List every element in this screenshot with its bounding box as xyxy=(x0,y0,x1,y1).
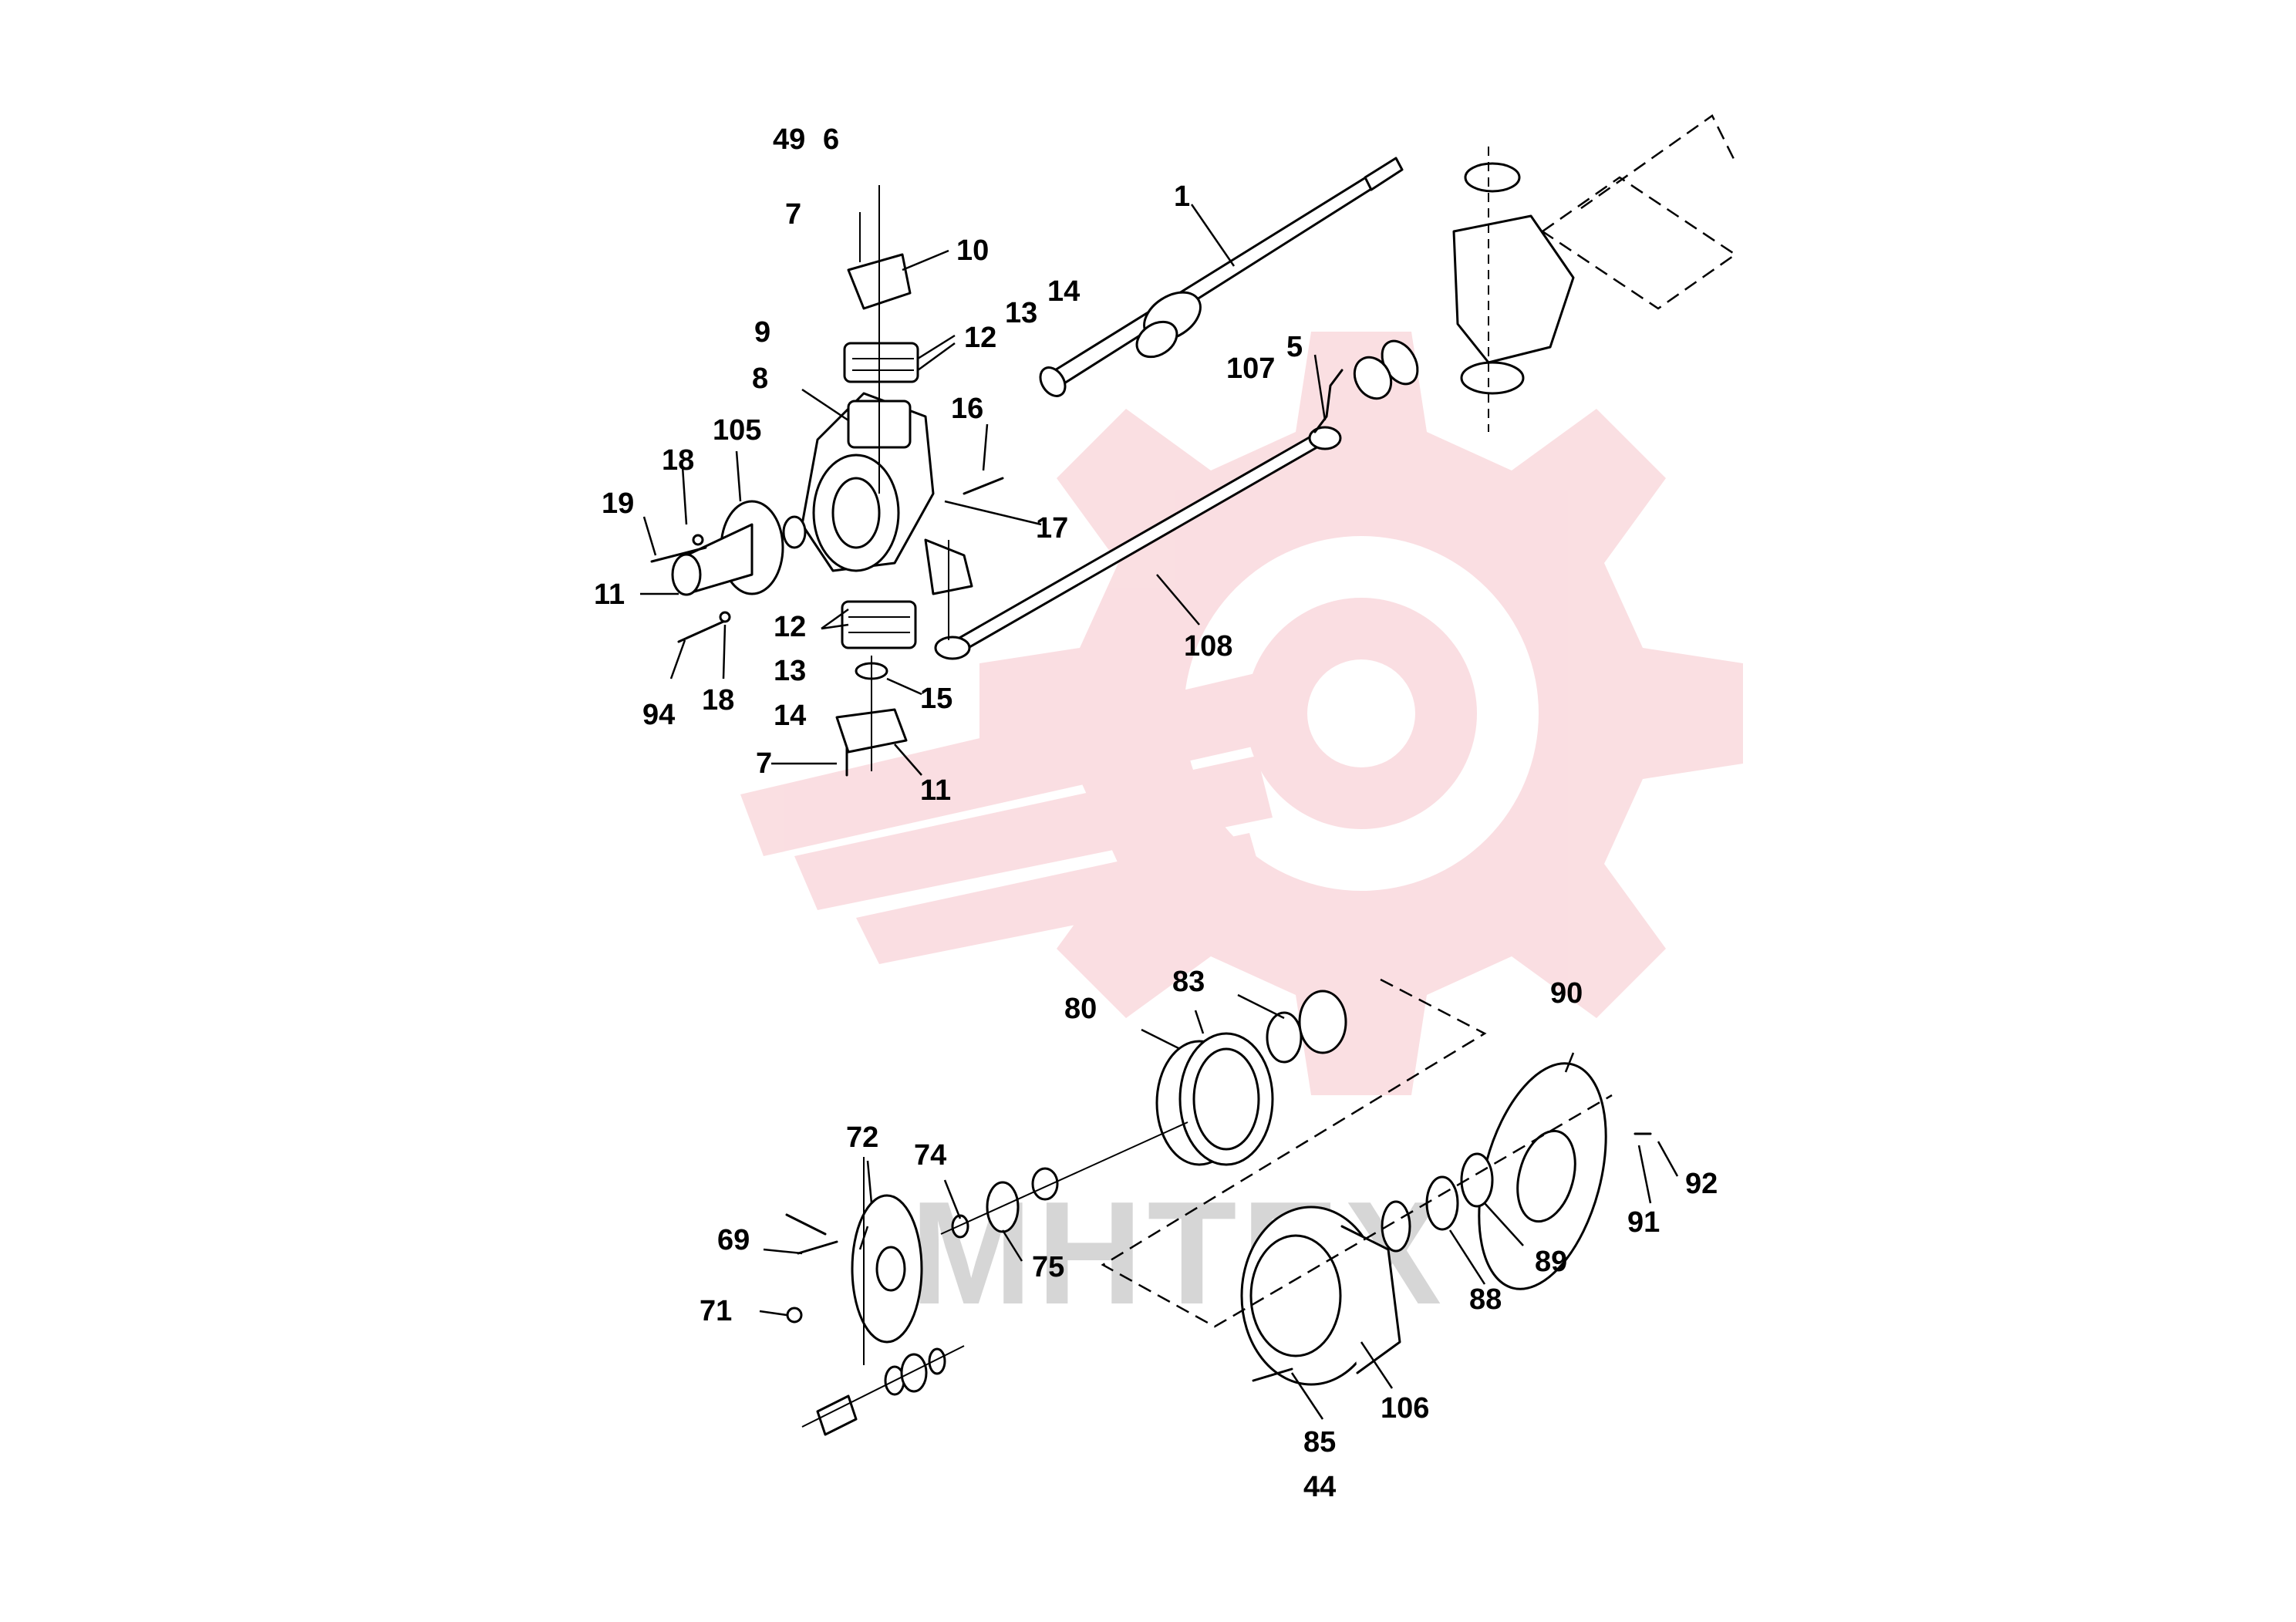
callout-85: 85 xyxy=(1303,1426,1336,1458)
bolts-left xyxy=(650,477,1004,777)
callout-83: 83 xyxy=(1172,966,1205,998)
callout-12-top: 12 xyxy=(964,322,996,354)
planet-gear xyxy=(940,1121,1188,1239)
callout-94: 94 xyxy=(642,699,675,731)
callout-80: 80 xyxy=(1064,993,1097,1025)
callout-15: 15 xyxy=(920,683,952,715)
tie-rod xyxy=(934,369,1344,660)
watermark-stripe-1 xyxy=(740,671,1280,856)
callout-10: 10 xyxy=(956,234,989,267)
callout-16: 16 xyxy=(951,393,983,425)
callout-49: 49 xyxy=(773,123,805,156)
planet-carrier xyxy=(851,1157,923,1365)
callout-14-bottom: 14 xyxy=(774,700,806,732)
callout-69: 69 xyxy=(717,1224,750,1256)
steering-knuckle xyxy=(801,392,973,595)
axle-housing xyxy=(1353,114,1738,432)
bolts-lower xyxy=(785,1132,1652,1382)
lower-cap-assembly xyxy=(835,540,949,771)
callouts: 49 6 7 1 10 14 13 9 12 5 107 8 16 105 18… xyxy=(594,123,1718,1503)
upper-cap-assembly xyxy=(843,185,919,494)
callout-7-top: 7 xyxy=(785,198,801,231)
watermark-gear-core xyxy=(1307,659,1415,767)
watermark-gear-ring xyxy=(1246,598,1477,829)
callout-17: 17 xyxy=(1036,512,1068,545)
callout-106: 106 xyxy=(1381,1392,1429,1425)
ring-gear xyxy=(1155,990,1347,1166)
assembly-outline xyxy=(1101,978,1613,1328)
callout-11-left: 11 xyxy=(594,578,625,611)
callout-12-bottom: 12 xyxy=(774,611,806,643)
callout-9: 9 xyxy=(754,316,770,349)
callout-19: 19 xyxy=(602,487,634,520)
sun-shaft xyxy=(801,1345,965,1436)
callout-44: 44 xyxy=(1303,1471,1336,1503)
callout-74: 74 xyxy=(914,1139,946,1172)
callout-7-bottom: 7 xyxy=(756,747,772,780)
callout-8: 8 xyxy=(752,363,768,395)
callout-5: 5 xyxy=(1286,331,1303,363)
watermark-gear-hole xyxy=(1184,536,1539,891)
callout-105: 105 xyxy=(713,414,761,447)
callout-92: 92 xyxy=(1685,1168,1718,1200)
watermark-stripe-2 xyxy=(794,756,1273,910)
callout-75: 75 xyxy=(1032,1251,1064,1283)
callout-88: 88 xyxy=(1469,1283,1502,1316)
callout-107: 107 xyxy=(1226,352,1275,385)
leader-lines xyxy=(640,204,1679,1420)
callout-71: 71 xyxy=(700,1295,732,1327)
watermark-stripe-3 xyxy=(856,833,1265,964)
callout-11-bottom: 11 xyxy=(920,774,951,807)
hub-flange xyxy=(671,500,807,596)
wheel-hub xyxy=(1240,1206,1401,1386)
callout-89: 89 xyxy=(1535,1246,1567,1278)
callout-18-top: 18 xyxy=(662,444,694,477)
drive-shaft xyxy=(1039,157,1404,397)
callout-6: 6 xyxy=(823,123,839,156)
callout-18-bottom: 18 xyxy=(702,684,734,717)
callout-91: 91 xyxy=(1627,1206,1660,1239)
callout-108: 108 xyxy=(1184,630,1232,663)
callout-13-bottom: 13 xyxy=(774,655,806,687)
bearings xyxy=(1381,1152,1494,1253)
callout-1: 1 xyxy=(1174,180,1190,213)
callout-72: 72 xyxy=(846,1121,878,1154)
callout-13-top: 13 xyxy=(1005,297,1037,329)
callout-90: 90 xyxy=(1550,977,1583,1010)
callout-14-top: 14 xyxy=(1047,275,1080,308)
